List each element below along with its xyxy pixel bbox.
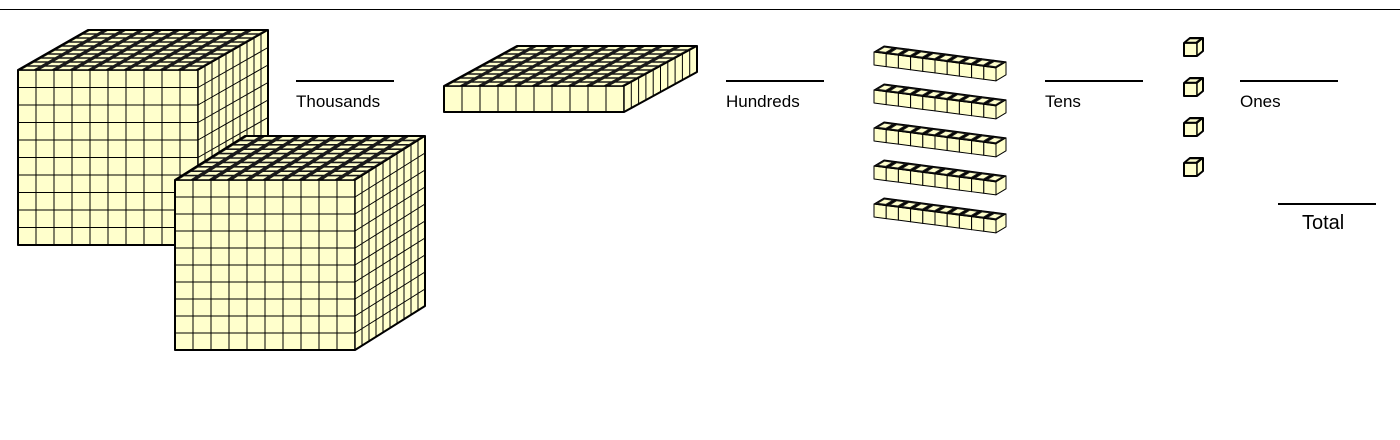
one-unit	[1183, 157, 1204, 177]
tens-answer-blank[interactable]	[1045, 80, 1143, 82]
thousands-label: Thousands	[296, 92, 381, 111]
ones-label: Ones	[1240, 92, 1281, 111]
one-unit	[1183, 77, 1204, 97]
hundred-flat	[443, 45, 698, 113]
hundreds-label: Hundreds	[726, 92, 800, 111]
ten-rod	[873, 45, 1007, 82]
ten-rod	[873, 121, 1007, 158]
total-answer-blank[interactable]	[1278, 203, 1376, 205]
one-unit	[1183, 117, 1204, 137]
ones-answer-blank[interactable]	[1240, 80, 1338, 82]
ten-rod	[873, 197, 1007, 234]
ten-rod	[873, 159, 1007, 196]
hundreds-answer-blank[interactable]	[726, 80, 824, 82]
top-border-line	[0, 9, 1400, 10]
ten-rod	[873, 83, 1007, 120]
thousand-cube	[174, 135, 426, 351]
thousands-answer-blank[interactable]	[296, 80, 394, 82]
total-label: Total	[1302, 212, 1345, 234]
one-unit	[1183, 37, 1204, 57]
tens-label: Tens	[1045, 92, 1081, 111]
thousand-cube	[17, 29, 269, 246]
